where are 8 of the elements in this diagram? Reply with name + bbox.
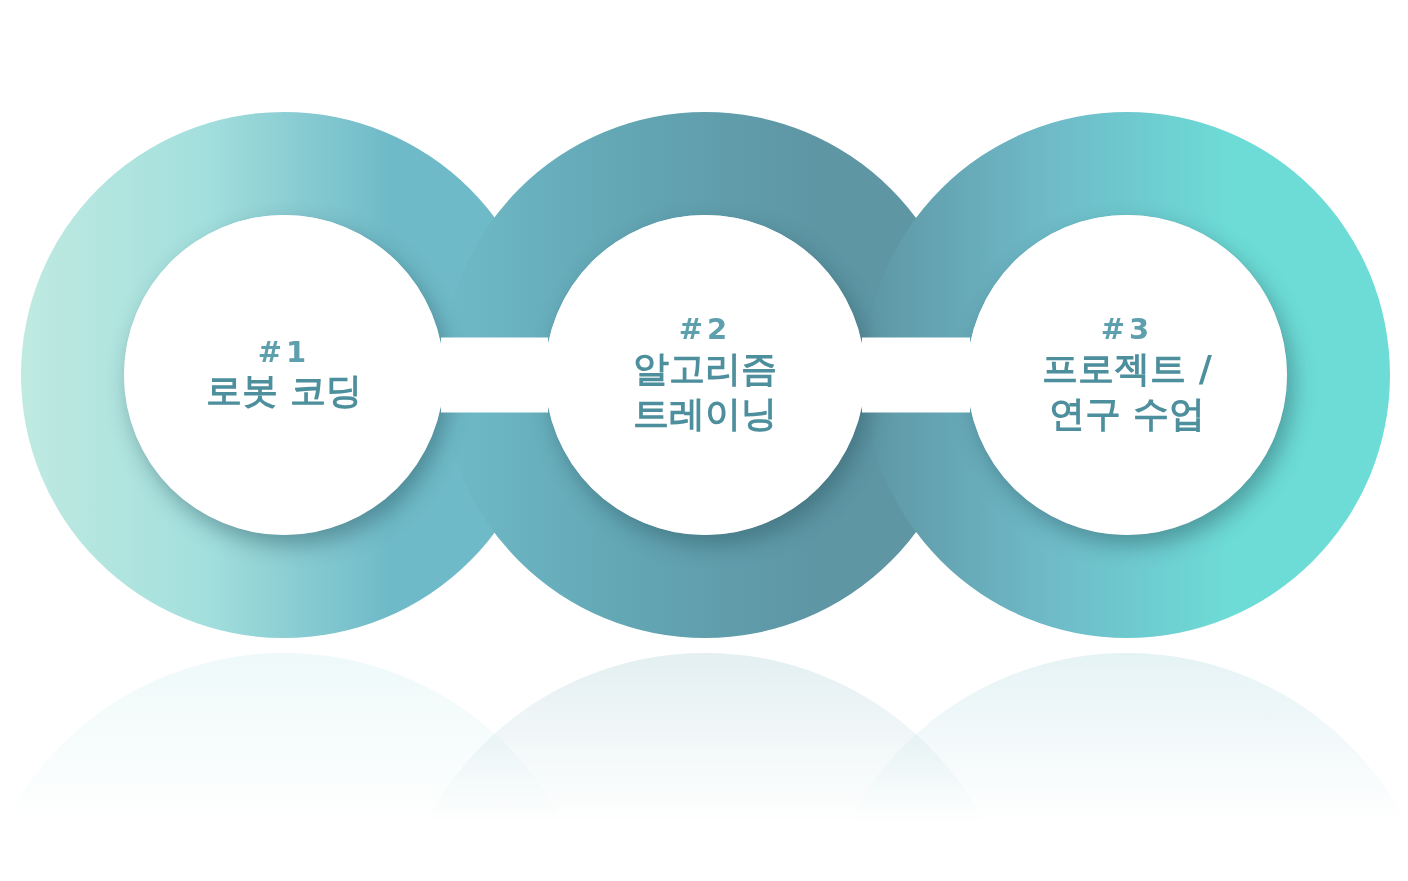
step-number: #1 [257, 336, 311, 369]
step-title: 알고리즘 트레이닝 [632, 346, 778, 436]
step-title: 프로젝트 / 연구 수업 [1041, 346, 1213, 436]
step-number: #2 [678, 314, 732, 346]
connector-band [862, 337, 970, 413]
step-title: 로봇 코딩 [205, 369, 363, 414]
step-number: #3 [1100, 314, 1154, 346]
connector-band [441, 337, 548, 413]
